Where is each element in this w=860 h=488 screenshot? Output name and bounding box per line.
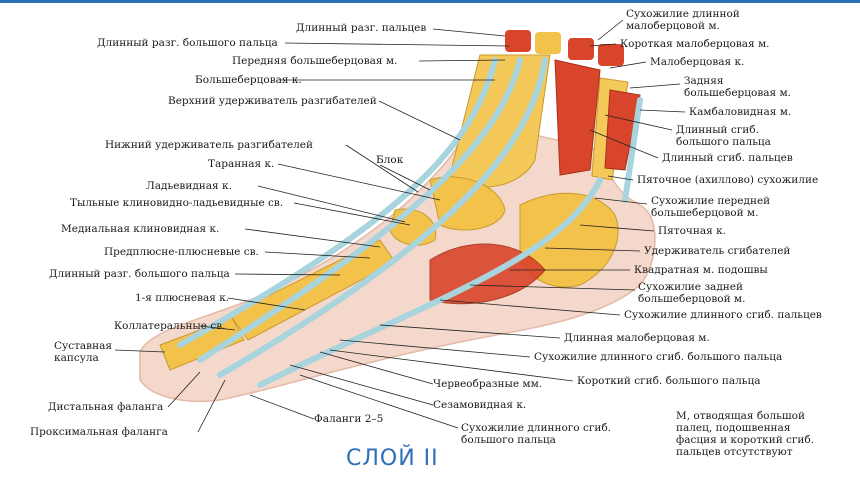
tendon-top-1 [505, 30, 531, 52]
calf-muscle [604, 89, 641, 171]
label-fibula: Малоберцовая к. [650, 56, 745, 68]
label-peroneus-longus-tendon: Сухожилие длинной малоберцовой м. [626, 8, 740, 32]
leader-l8 [257, 185, 406, 223]
label-long-extensor-hallux-top: Длинный разг. большого пальца [97, 37, 278, 49]
leader-l6 [345, 144, 419, 193]
label-tibialis-posterior: Задняя большеберцовая м. [684, 75, 791, 99]
leader-r16 [339, 339, 531, 358]
leg-muscle [554, 59, 601, 176]
leader-r5 [639, 109, 686, 113]
tendon-1 [197, 57, 523, 363]
leader-l12 [234, 273, 341, 276]
leader-suhozh [299, 374, 459, 429]
label-collateral-ligaments: Коллатеральные св. [114, 320, 226, 332]
leader-l7 [277, 163, 441, 201]
leader-r2 [589, 43, 617, 47]
absence-note: М, отводящая большой палец, подошвенная … [676, 410, 815, 458]
label-flexor-hallucis-brevis: Короткий сгиб. большого пальца [577, 375, 761, 387]
label-peroneus-longus: Длинная малоберцовая м. [564, 332, 710, 344]
label-dorsal-ligaments: Тыльные клиновидно-ладьевидные св. [70, 197, 284, 209]
tendon-tops [505, 30, 624, 66]
label-tibialis-posterior-tendon: Сухожилие задней большеберцовой м. [638, 281, 746, 305]
leader-l5 [378, 100, 461, 141]
leader-chervo [319, 351, 434, 385]
label-superior-retinaculum: Верхний удерживатель разгибателей [168, 95, 377, 107]
label-fhl-tendon: Сухожилие длинного сгиб. большого пальца [534, 351, 783, 363]
label-distal-phalanx: Дистальная фаланга [48, 401, 164, 413]
label-flexor-retinaculum: Удерживатель сгибателей [644, 245, 791, 257]
leader-l1 [432, 28, 506, 37]
tendon-top-4 [598, 44, 624, 66]
label-first-metatarsal: 1-я плюсневая к. [135, 292, 230, 304]
label-tibia: Большеберцовая к. [195, 74, 302, 86]
label-soleus: Камбаловидная м. [689, 106, 792, 118]
top-accent-bar [0, 0, 860, 3]
leader-falangi [249, 394, 315, 420]
leader-r10 [579, 224, 655, 232]
tendon-3 [177, 57, 498, 348]
label-phalanges-2-5: Фаланги 2–5 [314, 413, 384, 425]
leader-l9 [293, 202, 411, 226]
label-tibialis-anterior-tendon: Сухожилие передней большеберцовой м. [651, 195, 771, 219]
leader-l15 [114, 349, 166, 353]
label-flexor-hallucis-longus: Длинный сгиб. большого пальца [676, 124, 771, 148]
leader-r6 [604, 114, 673, 131]
leader-r9 [594, 197, 648, 205]
leader-r13 [469, 284, 636, 291]
leader-sezam [289, 364, 434, 406]
label-tibialis-anterior: Передняя большеберцовая м. [232, 55, 398, 67]
label-lumbricals: Червеобразные мм. [433, 378, 543, 390]
layer-title: СЛОЙ II [346, 446, 439, 471]
label-proximal-phalanx: Проксимальная фаланга [30, 426, 168, 438]
leader-r1 [597, 19, 624, 41]
label-fdl-tendon: Сухожилие длинного сгиб. пальцев [624, 309, 822, 321]
leader-lines [114, 19, 686, 433]
label-talus: Таранная к. [208, 158, 275, 170]
label-flexor-digitorum-longus: Длинный сгиб. пальцев [662, 152, 793, 164]
leader-l2 [284, 42, 511, 47]
leader-r4 [629, 83, 681, 89]
achilles-tendon [622, 97, 643, 203]
label-calcaneus: Пяточная к. [658, 225, 726, 237]
tendon-4 [257, 177, 603, 388]
leader-r8 [607, 175, 634, 181]
label-quadratus-plantae: Квадратная м. подошвы [634, 264, 768, 276]
leader-l14 [199, 325, 236, 331]
label-navicular: Ладьевидная к. [146, 180, 232, 192]
label-joint-capsule: Суставная капсула [54, 340, 112, 364]
label-tarsometatarsal-ligaments: Предплюсне-плюсневые св. [104, 246, 259, 258]
leader-l17 [197, 379, 226, 433]
label-long-extensor-toes: Длинный разг. пальцев [296, 22, 427, 34]
leader-l3 [418, 59, 506, 62]
leader-blok [379, 164, 431, 191]
leader-r17 [329, 349, 574, 382]
label-long-extensor-hallux: Длинный разг. большого пальца [49, 268, 230, 280]
tendon-2 [217, 57, 548, 378]
leader-r14 [439, 299, 621, 316]
leader-l11 [264, 251, 371, 259]
label-sesamoid: Сезамовидная к. [433, 399, 527, 411]
leader-l13 [227, 297, 306, 311]
label-medial-cuneiform: Медиальная клиновидная к. [61, 223, 220, 235]
leader-r11 [544, 247, 641, 252]
label-inferior-retinaculum: Нижний удерживатель разгибателей [105, 139, 313, 151]
label-fhl-tendon-bottom: Сухожилие длинного сгиб. большого пальца [461, 422, 611, 446]
tendon-top-3 [568, 38, 594, 60]
tendon-top-2 [535, 32, 561, 54]
label-peroneus-brevis: Короткая малоберцовая м. [620, 38, 770, 50]
leader-r7 [589, 129, 659, 159]
label-achilles-tendon: Пяточное (ахиллово) сухожилие [637, 174, 819, 186]
leader-l10 [244, 228, 381, 248]
tendons [177, 57, 643, 388]
leader-r15 [379, 324, 561, 339]
leader-r3 [609, 61, 647, 69]
leader-l16 [167, 371, 201, 408]
label-trochlea: Блок [376, 154, 404, 166]
